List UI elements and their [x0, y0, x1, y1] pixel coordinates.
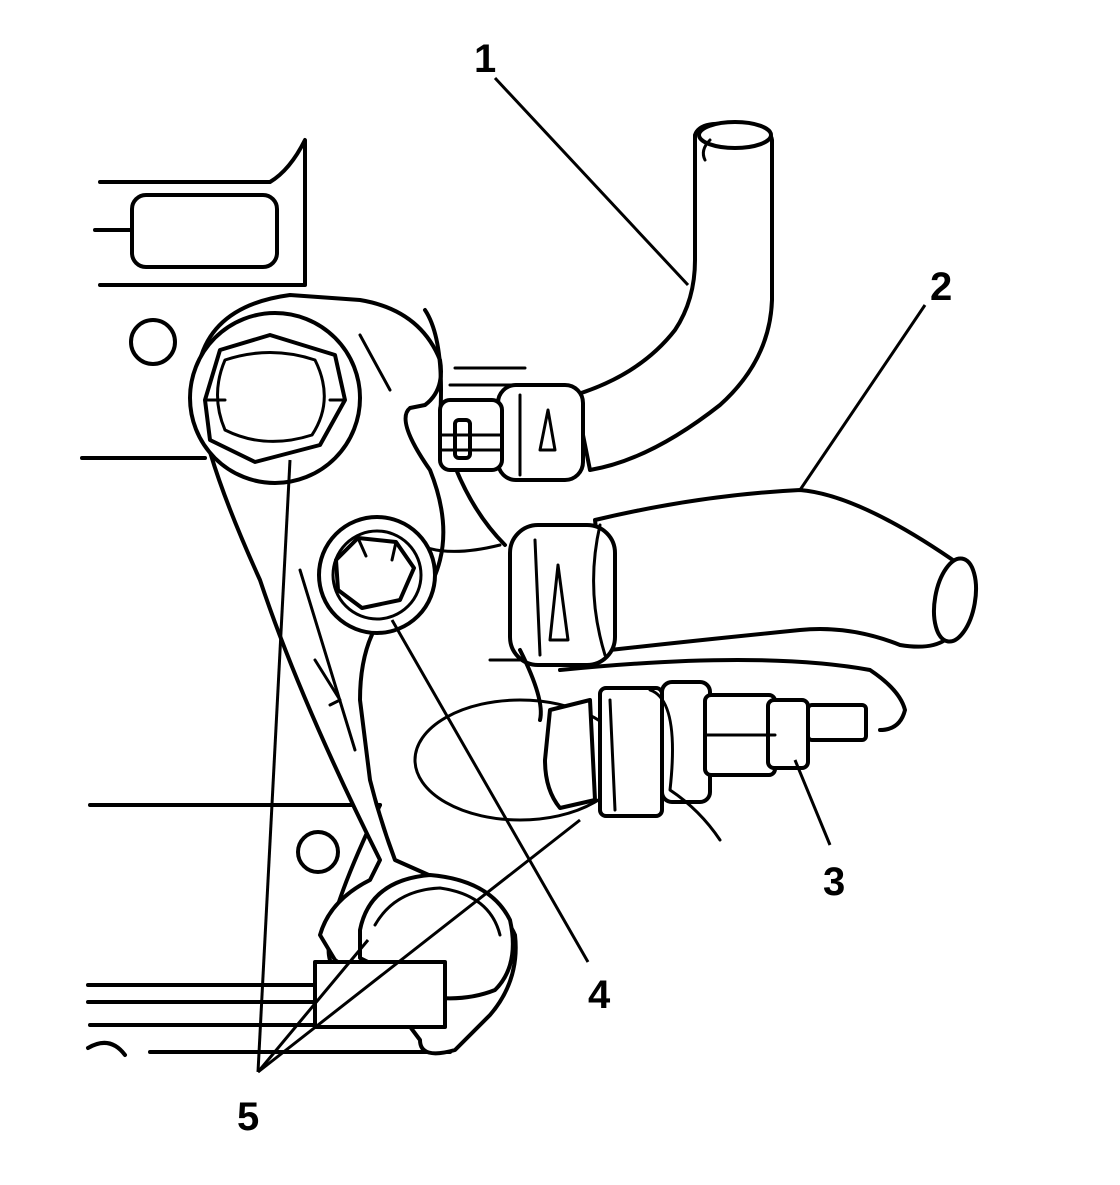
callout-3: 3	[823, 860, 845, 904]
leader-5c	[257, 818, 581, 1074]
leader-4	[390, 619, 590, 963]
hose-1	[438, 120, 774, 482]
leader-lines	[256, 76, 927, 1074]
bolt-5-upper	[188, 311, 362, 485]
bolt-4	[317, 515, 437, 635]
callout-4: 4	[588, 973, 611, 1017]
leader-5b	[256, 939, 370, 1073]
leader-2	[798, 304, 927, 491]
leader-3	[793, 759, 832, 846]
sensor-3	[543, 680, 868, 842]
callout-2: 2	[930, 265, 952, 309]
engine-housing	[80, 138, 527, 1057]
bolt-5-lower	[313, 873, 515, 1029]
callout-labels: 1 2 3 4 5	[237, 37, 952, 1139]
leader-5a	[256, 459, 292, 1073]
leader-1	[493, 76, 690, 287]
callout-1: 1	[474, 37, 496, 81]
callout-5: 5	[237, 1095, 259, 1139]
hose-2	[508, 488, 979, 667]
